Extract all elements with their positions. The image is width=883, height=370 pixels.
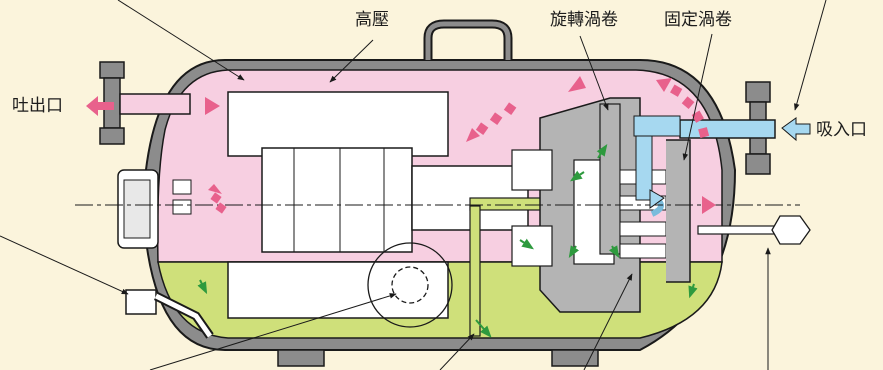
terminal-box xyxy=(117,169,192,249)
adjusting-bolt xyxy=(697,215,811,245)
motor xyxy=(227,91,529,319)
discharge-pipe xyxy=(99,61,191,145)
oil-fitting xyxy=(125,289,214,339)
leader-lines xyxy=(0,0,827,370)
discharge-port-label: 吐出口 xyxy=(12,96,63,116)
orbiting-scroll-label: 旋轉渦卷 xyxy=(550,10,618,30)
fixed-scroll-label: 固定渦卷 xyxy=(664,10,732,30)
high-pressure-label: 高壓 xyxy=(355,10,389,30)
gas-flow-arrows xyxy=(86,76,716,214)
suction-flow-arrows xyxy=(649,117,811,209)
oil-pump xyxy=(367,242,453,328)
suction-port-label: 吸入口 xyxy=(816,120,867,140)
oil-flow-arrows xyxy=(197,144,698,338)
